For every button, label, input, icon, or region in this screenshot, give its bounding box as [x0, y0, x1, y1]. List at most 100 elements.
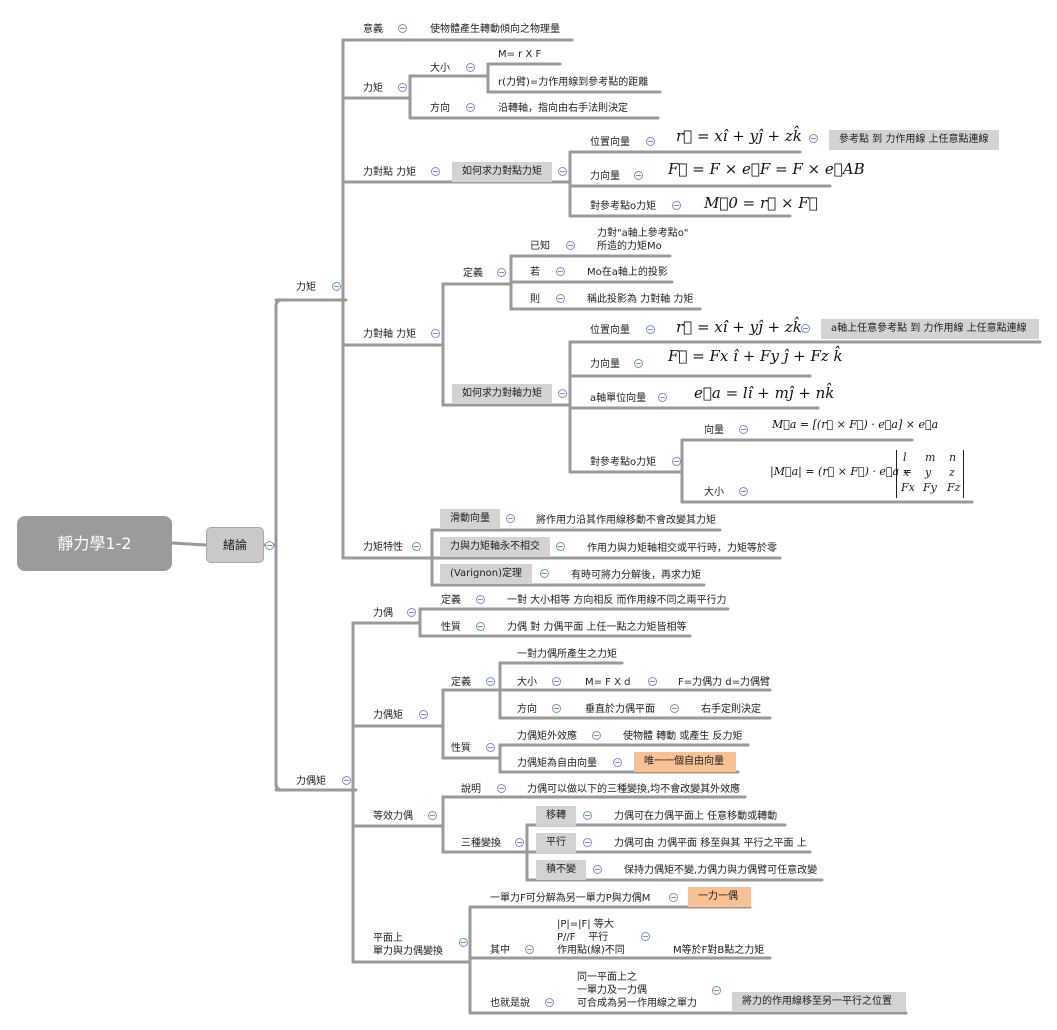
collapse-icon[interactable] [634, 359, 643, 368]
collapse-icon[interactable] [466, 63, 475, 72]
transform-parallel[interactable]: 平行 [536, 833, 576, 853]
collapse-icon[interactable] [809, 134, 818, 143]
collapse-icon[interactable] [613, 758, 622, 767]
collapse-icon[interactable] [556, 542, 565, 551]
couple-property[interactable]: 性質 [441, 622, 461, 633]
collapse-icon[interactable] [739, 487, 748, 496]
collapse-icon[interactable] [592, 731, 601, 740]
collapse-icon[interactable] [552, 704, 561, 713]
axis-then-desc[interactable]: 稱此投影為 力對軸 力矩 [587, 294, 694, 305]
axis-position-formula[interactable]: r⃗ = xî + yĵ + zk̂ [676, 318, 802, 336]
topic-couple[interactable]: 力偶 [373, 608, 393, 619]
collapse-icon[interactable] [646, 137, 655, 146]
moment-o-formula[interactable]: M⃗0 = r⃗ × F⃗ [704, 194, 818, 212]
cm-magnitude-note[interactable]: F=力偶力 d=力偶臂 [678, 677, 771, 688]
plane-single-note[interactable]: 一力一偶 [688, 887, 751, 907]
root-topic[interactable]: 靜力學1-2 [17, 516, 172, 571]
collapse-icon[interactable] [646, 325, 655, 334]
collapse-icon[interactable] [648, 677, 657, 686]
axis-moment-o-label[interactable]: 對參考點o力矩 [590, 457, 657, 468]
property-varignon-desc[interactable]: 有時可將力分解後，再求力矩 [571, 570, 701, 581]
collapse-icon[interactable] [672, 457, 681, 466]
force-vector-formula[interactable]: F⃗ = F × e⃗F = F × e⃗AB [668, 160, 865, 178]
collapse-icon[interactable] [670, 704, 679, 713]
topic-meaning[interactable]: 意義 [363, 24, 383, 35]
axis-moment-vector-formula[interactable]: M⃗a = [(r⃗ × F⃗) · e⃗a] × e⃗a [772, 418, 939, 431]
collapse-icon[interactable] [583, 838, 592, 847]
collapse-icon[interactable] [486, 743, 495, 752]
topic-torque[interactable]: 力矩 [363, 83, 383, 94]
transform-move[interactable]: 移轉 [536, 806, 576, 826]
axis-position-label[interactable]: 位置向量 [590, 325, 630, 336]
topic-properties[interactable]: 力矩特性 [363, 542, 403, 553]
position-vector-note[interactable]: 參考點 到 力作用線 上任意點連線 [829, 130, 999, 150]
collapse-icon[interactable] [428, 811, 437, 820]
collapse-icon[interactable] [431, 167, 440, 176]
collapse-icon[interactable] [540, 569, 549, 578]
collapse-icon[interactable] [593, 865, 602, 874]
couple-definition[interactable]: 定義 [441, 595, 461, 606]
cm-free[interactable]: 力偶矩為自由向量 [517, 758, 597, 769]
collapse-icon[interactable] [398, 24, 407, 33]
main-topic-intro[interactable]: 緒論 [206, 527, 264, 563]
torque-direction[interactable]: 方向 [430, 103, 450, 114]
collapse-icon[interactable] [739, 425, 748, 434]
plane-among-note[interactable]: M等於F對B點之力矩 [673, 945, 765, 956]
eq-explain[interactable]: 說明 [461, 784, 481, 795]
torque-direction-desc[interactable]: 沿轉軸，指向由右手法則決定 [498, 103, 628, 114]
torque-magnitude[interactable]: 大小 [430, 63, 450, 74]
collapse-icon[interactable] [634, 171, 643, 180]
plane-thatis-desc[interactable]: 同一平面上之 一單力及一力偶 可合成為另一作用線之單力 [577, 972, 697, 1009]
collapse-icon[interactable] [545, 998, 554, 1007]
collapse-icon[interactable] [669, 893, 678, 902]
collapse-icon[interactable] [515, 838, 524, 847]
collapse-icon[interactable] [552, 677, 561, 686]
collapse-icon[interactable] [342, 776, 351, 785]
cm-free-note[interactable]: 唯一一個自由向量 [634, 752, 736, 772]
about-axis-how[interactable]: 如何求力對軸力矩 [452, 384, 552, 404]
transform-product[interactable]: 積不變 [536, 860, 586, 880]
plane-single[interactable]: 一單力F可分解為另一單力P與力偶M [490, 893, 651, 904]
cm-magnitude-formula[interactable]: M= F X d [585, 677, 631, 688]
axis-if[interactable]: 若 [530, 267, 540, 278]
collapse-icon[interactable] [801, 324, 810, 333]
axis-force-formula[interactable]: F⃗ = Fx î + Fy ĵ + Fz k̂ [668, 347, 843, 365]
moment-o-label[interactable]: 對參考點o力矩 [590, 201, 657, 212]
property-sliding-desc[interactable]: 將作用力沿其作用線移動不會改變其力矩 [536, 515, 716, 526]
cm-direction[interactable]: 方向 [517, 704, 537, 715]
collapse-icon[interactable] [506, 514, 515, 523]
topic-couple-moment-sub[interactable]: 力偶矩 [373, 710, 403, 721]
transform-parallel-desc[interactable]: 力偶可由 力偶平面 移至與其 平行之平面 上 [614, 838, 807, 849]
collapse-icon[interactable] [476, 595, 485, 604]
cm-external[interactable]: 力偶矩外效應 [517, 731, 577, 742]
plane-thatis-note[interactable]: 將力的作用線移至另一平行之位置 [732, 992, 906, 1012]
collapse-icon[interactable] [412, 542, 421, 551]
collapse-icon[interactable] [672, 201, 681, 210]
property-no-intersect-desc[interactable]: 作用力與力矩軸相交或平行時，力矩等於零 [587, 543, 777, 554]
position-vector-formula[interactable]: r⃗ = xî + yĵ + zk̂ [676, 127, 802, 145]
collapse-icon[interactable] [332, 282, 341, 291]
axis-if-desc[interactable]: Mo在a軸上的投影 [587, 267, 668, 278]
axis-unit-formula[interactable]: e⃗a = lî + mĵ + nk̂ [694, 384, 835, 402]
topic-equivalent[interactable]: 等效力偶 [373, 811, 413, 822]
axis-known[interactable]: 已知 [530, 241, 550, 252]
property-varignon[interactable]: (Varignon)定理 [440, 564, 533, 584]
collapse-icon[interactable] [566, 241, 575, 250]
collapse-icon[interactable] [466, 103, 475, 112]
transform-move-desc[interactable]: 力偶可在力偶平面上 任意移動或轉動 [614, 811, 778, 822]
collapse-icon[interactable] [556, 267, 565, 276]
transform-product-desc[interactable]: 保持力偶矩不變,力偶力與力偶臂可任意改變 [624, 865, 818, 876]
couple-property-desc[interactable]: 力偶 對 力偶平面 上任一點之力矩皆相等 [507, 622, 687, 633]
collapse-icon[interactable] [712, 986, 721, 995]
torque-formula[interactable]: M= r X F [498, 49, 542, 60]
collapse-icon[interactable] [265, 541, 274, 550]
collapse-icon[interactable] [497, 784, 506, 793]
collapse-icon[interactable] [641, 932, 650, 941]
axis-moment-vector-label[interactable]: 向量 [704, 425, 724, 436]
collapse-icon[interactable] [431, 329, 440, 338]
property-sliding[interactable]: 滑動向量 [440, 509, 500, 529]
axis-known-desc[interactable]: 力對"a軸上參考點o" 所造的力矩Mo [597, 228, 689, 252]
torque-lever[interactable]: r(力臂)=力作用線到參考點的距離 [498, 77, 649, 88]
cm-direction-note[interactable]: 右手定則決定 [701, 704, 761, 715]
topic-about-point[interactable]: 力對點 力矩 [363, 167, 417, 178]
